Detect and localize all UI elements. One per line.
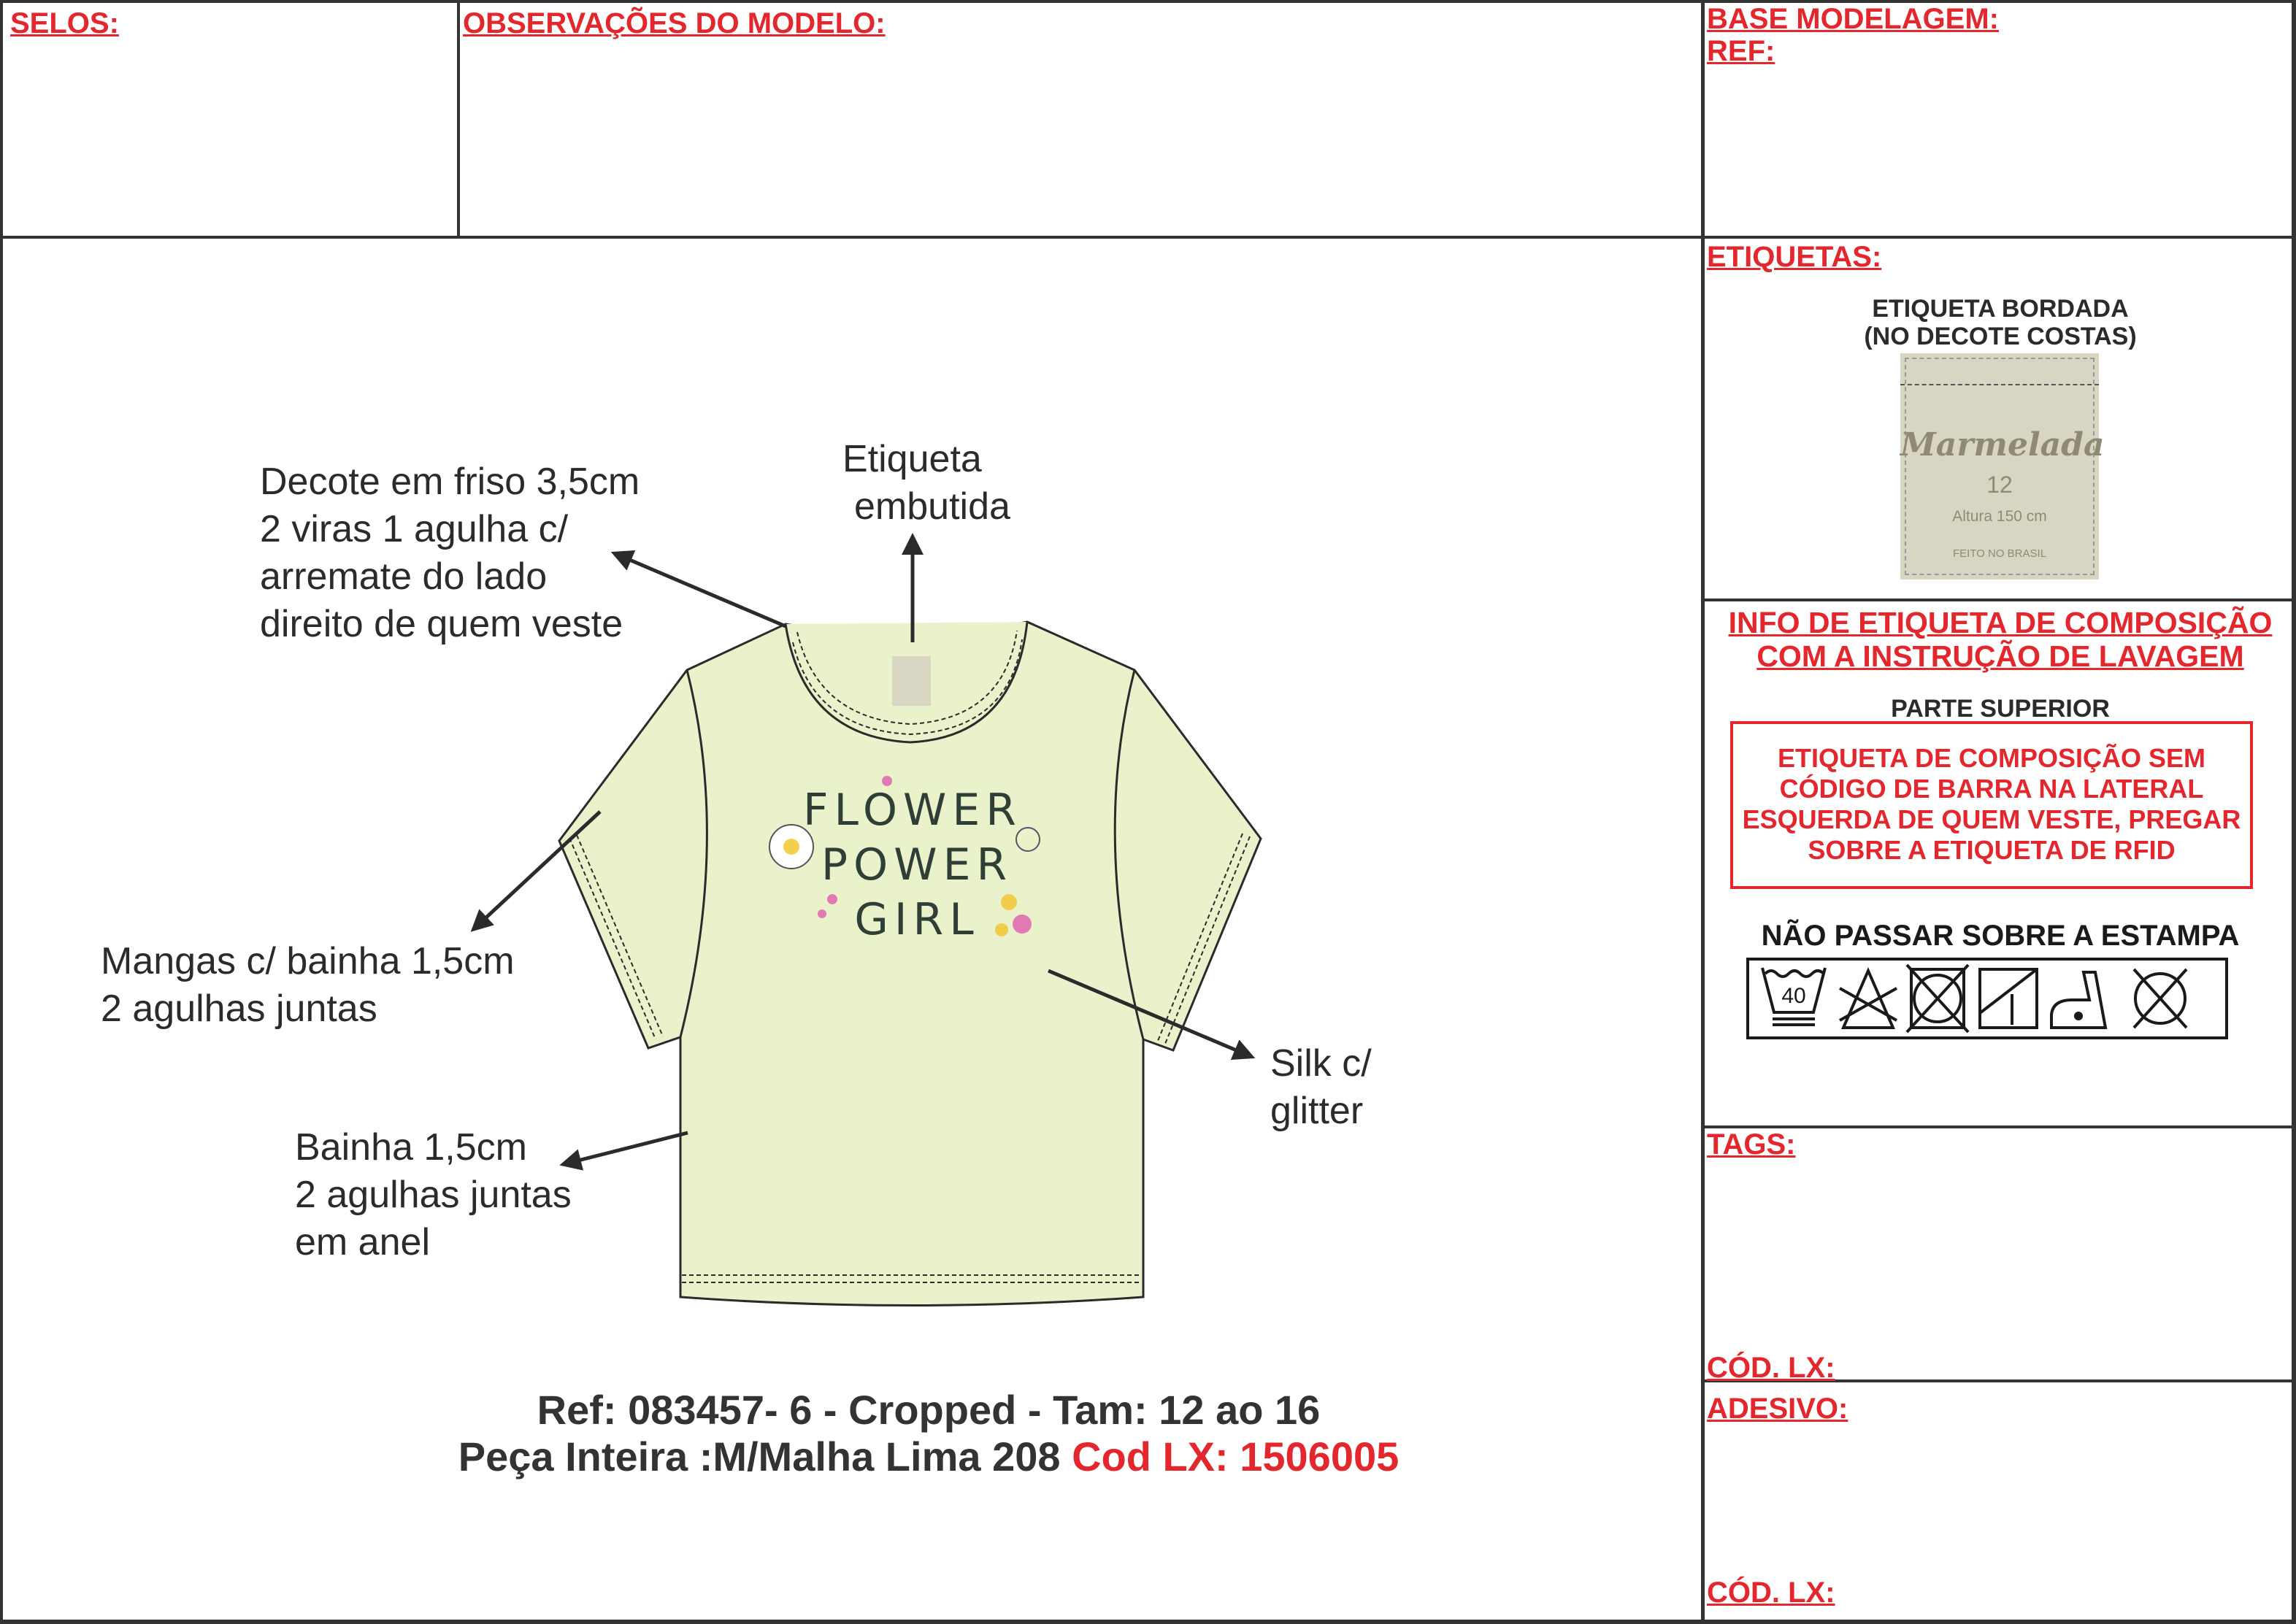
product-cod-lx: Cod LX: 1506005 [1072,1433,1400,1479]
composition-heading-line: INFO DE ETIQUETA DE COMPOSIÇÃO [1728,606,2273,639]
annotation-line: Silk c/ [1270,1042,1372,1085]
wash-temp-text: 40 [1781,984,1805,1008]
annotation-mangas: Mangas c/ bainha 1,5cm 2 agulhas juntas [101,938,515,1033]
annotation-silk: Silk c/ glitter [1270,1040,1372,1135]
label-origin: FEITO NO BRASIL [1952,547,2047,560]
embroidered-label: Marmelada 12 Altura 150 cm FEITO NO BRAS… [1900,353,2105,580]
label-height: Altura 150 cm [1952,508,2047,525]
print-line: FLOWER [803,785,1022,836]
tags-heading: TAGS: [1707,1128,1796,1161]
base-modelagem-heading: BASE MODELAGEM: [1707,3,1999,35]
arrow-decote [610,550,786,628]
annotation-line: 2 viras 1 agulha c/ [260,508,569,550]
border-top [0,0,2296,3]
border-bottom [0,1620,2296,1624]
no-iron-print-warning: NÃO PASSAR SOBRE A ESTAMPA [1761,920,2240,952]
annotation-line: Bainha 1,5cm [295,1126,527,1169]
divider-tags [1702,1125,2296,1128]
embroidered-label-title: ETIQUETA BORDADA (NO DECOTE COSTAS) [1708,295,2292,350]
arrow-bainha [559,1131,688,1171]
composition-heading: INFO DE ETIQUETA DE COMPOSIÇÃO COM A INS… [1705,606,2296,673]
iron-low-icon [2050,971,2108,1029]
annotation-line: Mangas c/ bainha 1,5cm [101,940,515,982]
observacoes-heading: OBSERVAÇÕES DO MODELO: [463,7,886,39]
wash-40-icon: 40 [1761,967,1827,1026]
selos-heading: SELOS: [10,7,119,39]
neck-tag [892,656,931,706]
border-left [0,0,3,1624]
notice-line: ESQUERDA DE QUEM VESTE, PREGAR [1742,804,2241,834]
care-symbols: 40 [1746,958,2228,1039]
divider-etiquetas [1702,599,2296,601]
ref-heading: REF: [1707,35,1775,67]
divider-top-row [0,236,2296,239]
print-line: POWER [821,839,1013,890]
divider-selos [457,0,460,237]
annotation-line: em anel [295,1221,430,1263]
composition-heading-line: COM A INSTRUÇÃO DE LAVAGEM [1756,639,2244,673]
parte-superior-label: PARTE SUPERIOR [1891,695,2110,723]
label-stitching [1905,358,2095,575]
no-bleach-icon [1839,966,1897,1029]
care-symbols-frame [1746,958,2228,1039]
annotation-line: Etiqueta [842,438,982,480]
callout-arrows [470,533,1256,1171]
arrow-silk [1048,969,1256,1061]
annotation-decote: Decote em friso 3,5cm 2 viras 1 agulha c… [260,458,640,648]
annotation-bainha: Bainha 1,5cm 2 agulhas juntas em anel [295,1124,572,1266]
product-material: Peça Inteira :M/Malha Lima 208 Cod LX: 1… [0,1433,1857,1480]
annotation-line: arremate do lado [260,555,548,598]
annotation-etiqueta: Etiqueta embutida [842,436,1010,531]
no-tumble-dry-icon [1905,963,1970,1034]
flowers-icon [818,776,1040,936]
tags-cod-lx: CÓD. LX: [1707,1352,1835,1384]
label-fold-line [1900,384,2099,385]
label-title-line: ETIQUETA BORDADA [1872,295,2129,323]
print-line: GIRL [854,894,979,945]
notice-line: ETIQUETA DE COMPOSIÇÃO SEM [1777,743,2206,773]
adesivo-cod-lx: CÓD. LX: [1707,1577,1835,1609]
label-title-line: (NO DECOTE COSTAS) [1864,323,2137,350]
notice-line: CÓDIGO DE BARRA NA LATERAL [1779,774,2204,804]
print-graphic: FLOWER POWER GIRL [769,776,1040,945]
notice-line: SOBRE A ETIQUETA DE RFID [1808,835,2176,865]
annotation-line: direito de quem veste [260,603,623,645]
annotation-line: embutida [854,485,1010,528]
line-dry-shade-icon [1978,968,2038,1029]
label-brand: Marmelada [1900,426,2105,463]
divider-right-col [1701,0,1705,1624]
annotation-line: 2 agulhas juntas [295,1174,572,1216]
product-info: Ref: 083457- 6 - Cropped - Tam: 12 ao 16… [0,1387,1857,1480]
annotation-line: 2 agulhas juntas [101,988,377,1030]
adesivo-heading: ADESIVO: [1707,1393,1848,1425]
arrow-mangas [470,810,602,932]
border-right [2292,0,2296,1624]
annotation-line: Decote em friso 3,5cm [260,461,640,503]
etiquetas-heading: ETIQUETAS: [1707,241,1882,273]
garment-drawing: FLOWER POWER GIRL [470,533,1262,1306]
no-dry-clean-icon [2132,968,2188,1029]
divider-adesivo [1702,1379,2296,1382]
composition-notice-box: ETIQUETA DE COMPOSIÇÃO SEM CÓDIGO DE BAR… [1730,721,2253,889]
annotation-line: glitter [1270,1090,1364,1132]
product-ref: Ref: 083457- 6 - Cropped - Tam: 12 ao 16 [537,1387,1321,1433]
product-fabric: Peça Inteira :M/Malha Lima 208 [458,1433,1072,1479]
tshirt-front [558,620,1262,1306]
daisy-icon [769,824,814,869]
label-size: 12 [1986,472,2013,498]
